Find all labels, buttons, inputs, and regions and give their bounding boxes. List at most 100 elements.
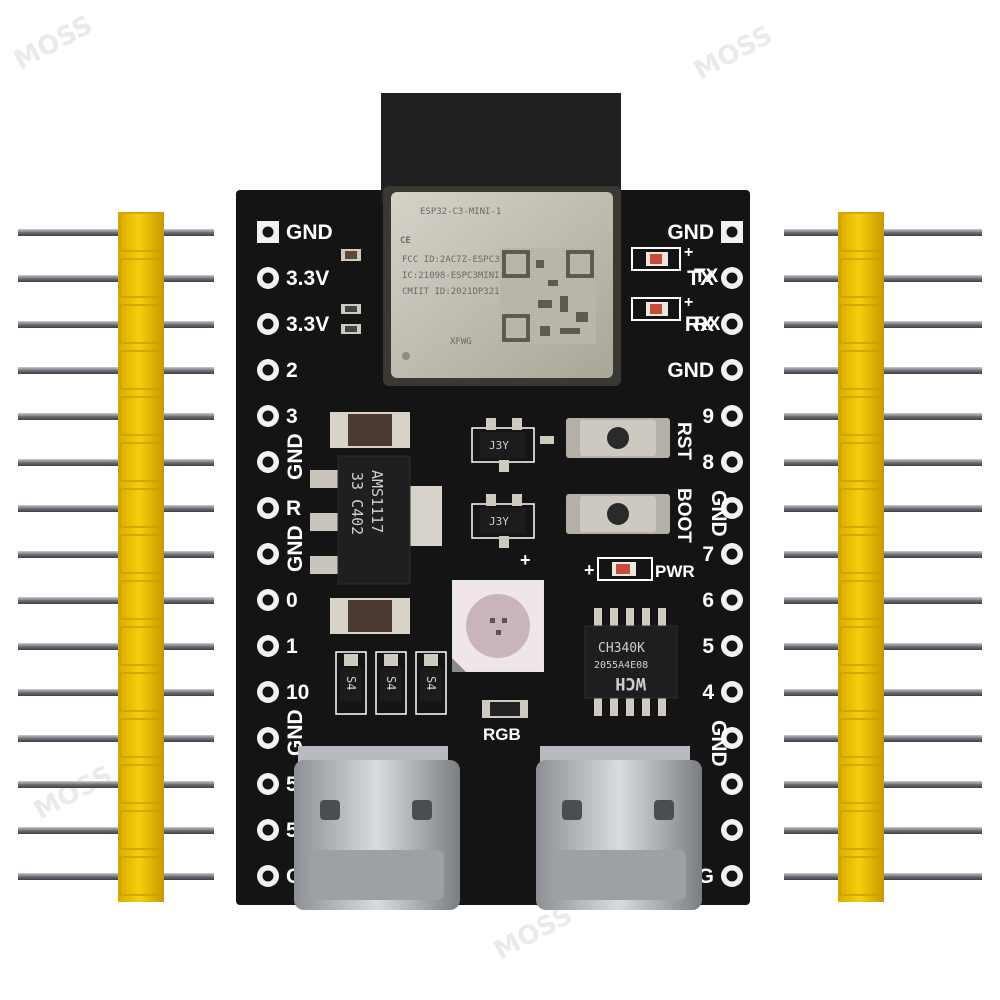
diode-marking: S4 [384, 676, 398, 690]
usb-chip-marking: 2055A4E08 [594, 660, 648, 671]
pwr-plus-label: + [584, 560, 595, 580]
rgb-plus-label: + [520, 550, 531, 570]
pcb-board [236, 190, 750, 905]
pin-pad [257, 635, 279, 657]
header-pin [18, 827, 214, 834]
usb-chip-marking: CH340K [598, 641, 645, 656]
header-pin [18, 643, 214, 650]
header-segment [119, 212, 163, 252]
pin-label: 3 [286, 405, 298, 428]
usb-c-port-right[interactable] [536, 746, 702, 910]
diode-marking: S4 [344, 676, 358, 690]
watermark: MOSS [489, 900, 577, 966]
pin-label: GND [284, 525, 307, 572]
usb-c-port-left[interactable] [294, 746, 460, 910]
chip-pin [594, 696, 602, 716]
chip-pin [658, 608, 666, 628]
pin-pad [721, 405, 743, 427]
module-text-line: IC:21098-ESPC3MINI1 [402, 271, 505, 281]
pin-label: R [286, 497, 301, 520]
header-pin [18, 873, 214, 880]
pin-pad [721, 221, 743, 243]
pin-label: GND [707, 490, 730, 537]
chip-pin [642, 696, 650, 716]
pin-pad [721, 267, 743, 289]
smd-capacitor [341, 249, 361, 261]
pin-label: 10 [286, 681, 309, 704]
diode: S4 [335, 651, 367, 715]
pin-label: GND [707, 720, 730, 767]
transistor: J3Y [471, 418, 535, 472]
pin-label: TX [687, 267, 714, 290]
pin-pad [257, 359, 279, 381]
transistor: J3Y [471, 494, 535, 548]
header-segment [839, 212, 883, 252]
header-pin [18, 367, 214, 374]
chip-pin [658, 696, 666, 716]
pwr-led [597, 557, 653, 581]
pin-label: 4 [702, 681, 714, 704]
header-body [118, 212, 164, 902]
regulator-marking: 33 C402 [348, 472, 366, 535]
rx-label: RX [694, 314, 721, 335]
header-pin [18, 275, 214, 282]
chip-pin [626, 608, 634, 628]
header-segment [839, 764, 883, 804]
ce-mark: CE [400, 236, 411, 246]
pin-pad [257, 497, 279, 519]
header-segment [839, 672, 883, 712]
header-pin [18, 321, 214, 328]
header-segment [119, 718, 163, 758]
rx-plus-label: + [684, 294, 693, 311]
rx-led [631, 297, 681, 321]
header-segment [839, 396, 883, 436]
pin-label: 6 [702, 589, 714, 612]
header-segment [119, 580, 163, 620]
transistor-marking: J3Y [489, 515, 509, 528]
header-segment [839, 534, 883, 574]
header-segment [119, 350, 163, 390]
header-segment [839, 442, 883, 482]
rgb-label: RGB [483, 725, 521, 744]
pin-pad [257, 543, 279, 565]
header-pin [18, 689, 214, 696]
qr-code-icon [500, 248, 596, 344]
pin-label: 9 [702, 405, 714, 428]
esp32-module: ESP32-C3-MINI-1 CE FCC ID:2AC7Z-ESPC3MIN… [383, 186, 621, 386]
watermark: MOSS [9, 10, 97, 76]
pin-pad [257, 681, 279, 703]
pin-pad [257, 727, 279, 749]
diode: S4 [415, 651, 447, 715]
pin-label: 3.3V [286, 267, 329, 290]
boot-button[interactable] [566, 494, 670, 534]
module-text-line: CMIIT ID:2021DP3213 [402, 287, 505, 297]
pin-pad [257, 865, 279, 887]
voltage-regulator: AMS1117 33 C402 [310, 455, 442, 585]
rst-button[interactable] [566, 418, 670, 458]
pin-pad [721, 497, 743, 519]
pin-pad [257, 773, 279, 795]
module-code: XFWG [450, 337, 472, 347]
pin-pad [257, 589, 279, 611]
pin-pad [721, 451, 743, 473]
header-segment [119, 396, 163, 436]
transistor-marking: J3Y [489, 439, 509, 452]
smd-capacitor-large [330, 412, 410, 448]
tx-label: TX [694, 266, 719, 287]
header-segment [119, 810, 163, 850]
header-pin [18, 551, 214, 558]
pin-header-right [784, 212, 982, 902]
pin-label: GND [667, 221, 714, 244]
chip-pin [610, 608, 618, 628]
pin-pad [721, 819, 743, 841]
module-antenna [381, 93, 621, 203]
rst-label: RST [673, 422, 694, 460]
pin-label: GND [667, 359, 714, 382]
regulator-marking: AMS1117 [368, 470, 386, 533]
pin-label: RX [685, 313, 714, 336]
chip-pin [610, 696, 618, 716]
header-segment [119, 672, 163, 712]
header-segment [119, 856, 163, 896]
pin-header-left [18, 212, 214, 902]
